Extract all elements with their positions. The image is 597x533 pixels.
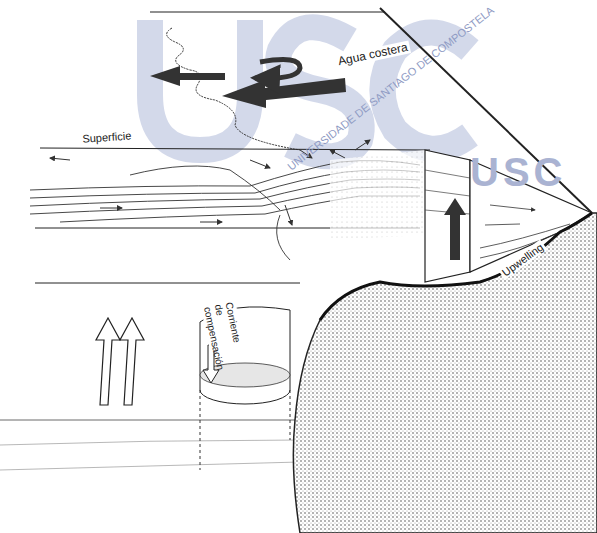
watermark: USC bbox=[470, 150, 566, 194]
surface-label: Superficie bbox=[80, 129, 134, 145]
